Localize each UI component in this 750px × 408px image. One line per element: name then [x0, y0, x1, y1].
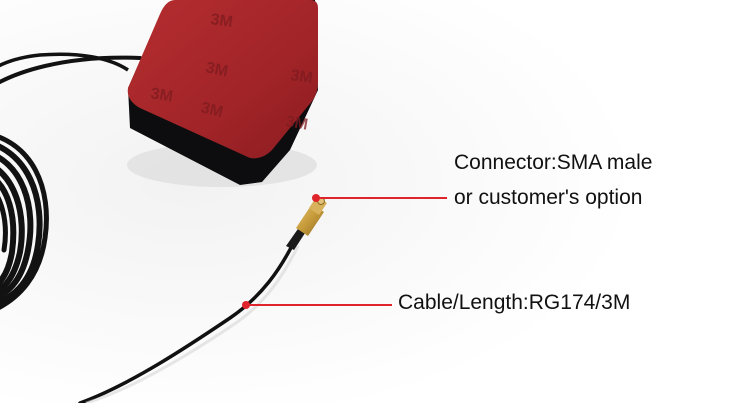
adhesive-pad — [127, 0, 318, 159]
rg174-cable — [78, 238, 297, 405]
connector-label-line-2: or customer's option — [454, 186, 643, 209]
sma-connector — [286, 196, 327, 250]
cable-callout-dot — [242, 301, 250, 309]
adhesive-brand-marks: 3M 3M 3M 3M 3M 3M — [149, 11, 314, 134]
callout-lines — [242, 194, 447, 309]
svg-text:3M: 3M — [149, 85, 174, 106]
svg-text:3M: 3M — [289, 67, 313, 87]
coiled-cable — [0, 55, 142, 310]
connector-callout-dot — [312, 194, 320, 202]
svg-text:3M: 3M — [209, 11, 233, 31]
svg-text:3M: 3M — [204, 59, 229, 80]
pad-cable — [0, 52, 129, 72]
cable-shadow — [85, 245, 300, 405]
svg-text:3M: 3M — [284, 113, 309, 134]
svg-text:3M: 3M — [199, 99, 225, 121]
cable-length-label: Cable/Length:RG174/3M — [398, 291, 631, 314]
connector-label-line-1: Connector:SMA male — [454, 151, 653, 174]
